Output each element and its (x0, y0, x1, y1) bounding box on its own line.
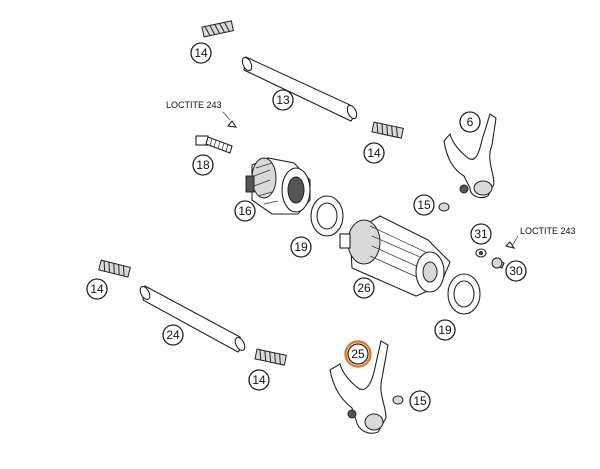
callout-25-selected[interactable]: 25 (344, 340, 372, 368)
svg-text:13: 13 (276, 93, 290, 107)
callout-14-bottom[interactable]: 14 (248, 369, 270, 391)
washer-31 (475, 248, 487, 258)
callout-19-left[interactable]: 19 (290, 236, 312, 258)
spring-mid (371, 121, 404, 139)
callout-6[interactable]: 6 (459, 111, 481, 133)
shift-drum-26 (339, 215, 451, 297)
callout-14-left[interactable]: 14 (86, 278, 108, 300)
callout-14-mid[interactable]: 14 (363, 142, 385, 164)
svg-text:15: 15 (417, 198, 431, 212)
svg-text:30: 30 (509, 264, 523, 278)
svg-text:16: 16 (238, 204, 252, 218)
svg-text:6: 6 (467, 115, 474, 129)
callout-30[interactable]: 30 (505, 260, 527, 282)
callout-13[interactable]: 13 (272, 89, 294, 111)
spring-bottom (254, 348, 287, 366)
svg-text:19: 19 (294, 240, 308, 254)
svg-text:14: 14 (367, 146, 381, 160)
callout-15-bottom[interactable]: 15 (409, 390, 431, 412)
shaft-24 (139, 285, 246, 353)
loctite-note-right: LOCTITE 243 (520, 226, 576, 236)
svg-text:24: 24 (166, 328, 180, 342)
nut-15-top (438, 202, 450, 212)
callout-16[interactable]: 16 (234, 200, 256, 222)
shift-fork-25 (329, 340, 389, 434)
svg-text:14: 14 (252, 373, 266, 387)
svg-text:15: 15 (413, 394, 427, 408)
pin-18 (195, 120, 238, 154)
callout-19-right[interactable]: 19 (434, 319, 456, 341)
spring-left (98, 259, 131, 278)
svg-text:14: 14 (90, 282, 104, 296)
shift-fork-6 (443, 113, 497, 199)
callout-14-top[interactable]: 14 (190, 42, 212, 64)
svg-text:31: 31 (474, 227, 488, 241)
bearing-19-right (447, 273, 481, 315)
callout-31[interactable]: 31 (470, 223, 492, 245)
svg-text:26: 26 (357, 281, 371, 295)
callout-15-top[interactable]: 15 (413, 194, 435, 216)
nut-15-bottom (392, 395, 404, 405)
svg-text:19: 19 (438, 323, 452, 337)
callout-24[interactable]: 24 (162, 324, 184, 346)
spring-top (201, 20, 234, 38)
loctite-right-leader (511, 235, 519, 247)
bearing-19-left (310, 195, 344, 237)
svg-text:25: 25 (351, 347, 365, 361)
bolt-30 (491, 241, 516, 269)
svg-text:14: 14 (194, 46, 208, 60)
shaft-13 (241, 56, 358, 122)
callout-18[interactable]: 18 (192, 154, 214, 176)
loctite-left-leader (222, 111, 231, 121)
callout-26[interactable]: 26 (353, 277, 375, 299)
locator-16 (245, 157, 311, 215)
loctite-note-left: LOCTITE 243 (166, 100, 222, 110)
svg-text:18: 18 (196, 158, 210, 172)
